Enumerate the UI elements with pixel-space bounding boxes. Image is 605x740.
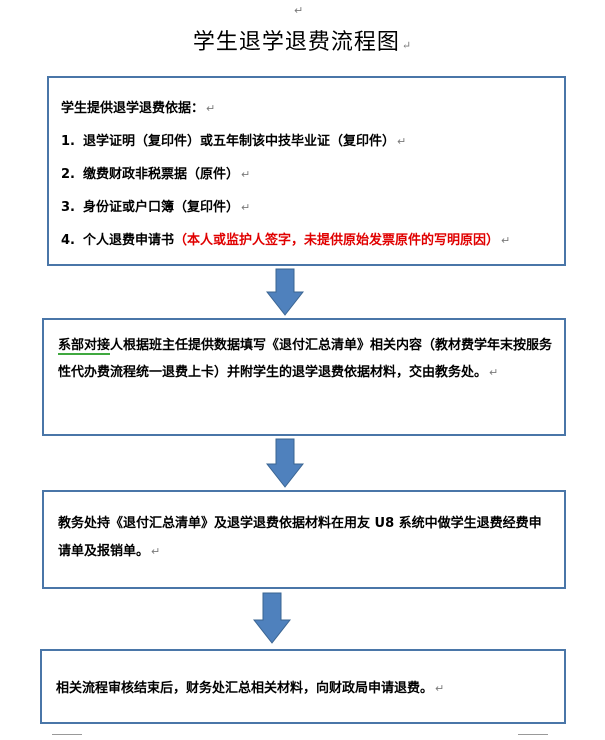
item-number: 4. <box>61 233 75 248</box>
item-text: 缴费财政非税票据（原件） <box>83 167 240 182</box>
paragraph-mark: ↵ <box>489 366 499 379</box>
item-number: 2. <box>61 167 75 182</box>
down-arrow-icon <box>266 438 304 488</box>
paragraph-mark: ↵ <box>206 102 216 115</box>
step-box-academic-affairs: 教务处持《退付汇总清单》及退学退费依据材料在用友 U8 系统中做学生退费经费申请… <box>42 490 566 589</box>
requirement-item: 4. 个人退费申请书（本人或监护人签字，未提供原始发票原件的写明原因）↵ <box>61 224 554 257</box>
paragraph-mark: ↵ <box>401 39 413 52</box>
item-number: 3. <box>61 200 75 215</box>
paragraph-mark: ↵ <box>501 234 511 247</box>
paragraph-mark: ↵ <box>294 4 304 17</box>
down-arrow-icon <box>266 268 304 316</box>
page-edge-mark <box>518 734 548 735</box>
underlined-text: 系部对接 <box>58 338 111 355</box>
step-text: 相关流程审核结束后，财务处汇总相关材料，向财政局申请退费。 <box>56 681 434 696</box>
down-arrow-icon <box>253 592 291 644</box>
item-text: 退学证明（复印件）或五年制该中技毕业证（复印件） <box>83 134 396 149</box>
paragraph-mark: ↵ <box>397 135 407 148</box>
paragraph-mark: ↵ <box>241 168 251 181</box>
item-note-red: （本人或监护人签字，未提供原始发票原件的写明原因） <box>174 233 500 248</box>
requirement-item: 2. 缴费财政非税票据（原件）↵ <box>61 158 554 191</box>
step-box-department: 系部对接人根据班主任提供数据填写《退付汇总清单》相关内容（教材费学年末按服务性代… <box>42 318 566 436</box>
paragraph-mark: ↵ <box>241 201 251 214</box>
page-title: 学生退学退费流程图↵ <box>0 24 605 56</box>
item-text: 身份证或户口簿（复印件） <box>83 200 240 215</box>
requirement-item: 3. 身份证或户口簿（复印件）↵ <box>61 191 554 224</box>
requirement-item: 1. 退学证明（复印件）或五年制该中技毕业证（复印件）↵ <box>61 125 554 158</box>
item-number: 1. <box>61 134 75 149</box>
heading-text: 学生提供退学退费依据： <box>61 101 205 116</box>
step-box-finance: 相关流程审核结束后，财务处汇总相关材料，向财政局申请退费。↵ <box>40 649 566 724</box>
paragraph-mark: ↵ <box>151 545 161 558</box>
page-edge-mark <box>52 734 82 735</box>
step-text: 教务处持《退付汇总清单》及退学退费依据材料在用友 U8 系统中做学生退费经费申请… <box>58 516 542 559</box>
title-text: 学生退学退费流程图 <box>192 30 400 55</box>
item-text: 个人退费申请书 <box>83 233 175 248</box>
step-box-requirements: 学生提供退学退费依据：↵ 1.退学证明（复印件）或五年制该中技毕业证（复印件）↵… <box>47 76 566 266</box>
step-text: 人根据班主任提供数据填写《退付汇总清单》相关内容（教材费学年末按服务性代办费流程… <box>58 338 553 380</box>
paragraph-mark: ↵ <box>435 682 445 695</box>
requirements-heading: 学生提供退学退费依据：↵ <box>61 92 554 125</box>
